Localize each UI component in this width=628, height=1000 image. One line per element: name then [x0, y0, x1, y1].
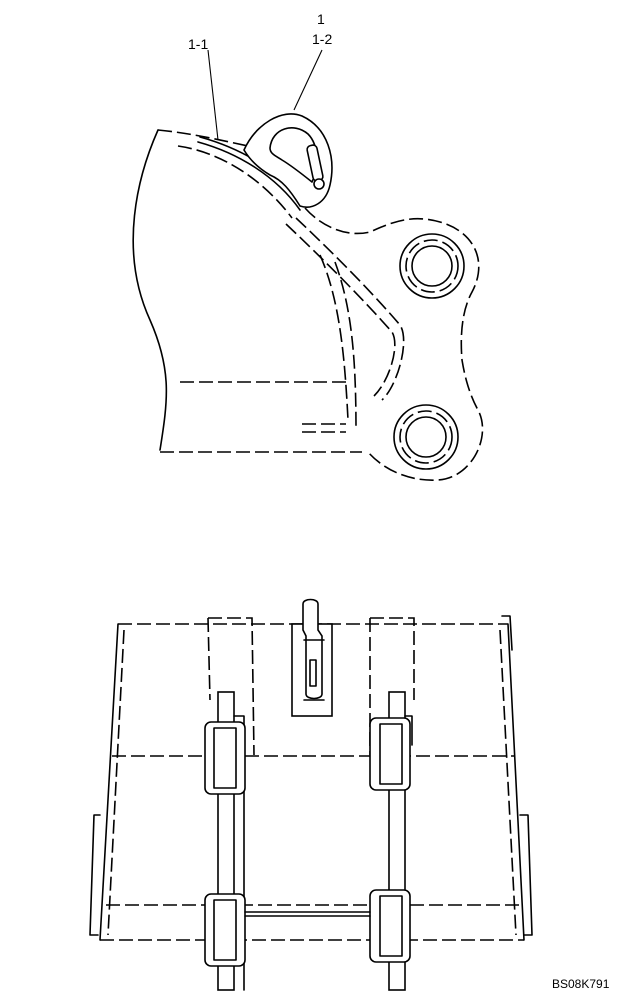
top-right-lip — [501, 615, 513, 651]
wear-plate-hidden — [177, 145, 293, 219]
bucket-shell-outline — [132, 129, 168, 451]
upper-pin-boss — [399, 233, 465, 299]
bracket-inner-rib-4 — [334, 261, 357, 431]
lower-cross-pin — [244, 911, 371, 917]
mount-bracket-outline — [304, 207, 484, 481]
upper-boss-right — [369, 717, 411, 791]
right-side-cutter — [519, 814, 533, 936]
leader-1-2 — [293, 49, 323, 111]
back-view-left-side — [99, 623, 119, 941]
lower-boss-right — [369, 889, 411, 963]
callout-1: 1 — [317, 11, 325, 27]
bracket-inner-rib — [295, 217, 405, 401]
lower-pin-boss — [393, 404, 459, 470]
drawing-code: BS08K791 — [552, 977, 610, 991]
callout-1-1: 1-1 — [188, 36, 208, 52]
lower-boss-left — [204, 893, 246, 967]
bracket-inner-rib-3 — [319, 254, 349, 421]
bracket-pad — [302, 423, 346, 433]
left-ear-outer — [207, 617, 255, 756]
upper-boss-left — [204, 721, 246, 795]
back-view-right-side — [507, 623, 525, 941]
callout-1-2: 1-2 — [312, 31, 332, 47]
bucket-shell-top-edge — [157, 129, 249, 147]
back-view-left-side-inner — [107, 629, 125, 936]
lifting-hook — [243, 113, 333, 208]
left-side-cutter — [89, 814, 101, 936]
bucket-side-view — [132, 113, 484, 481]
right-ear-plate-top — [404, 715, 413, 746]
wear-plate-inner — [197, 141, 301, 211]
bucket-back-view — [89, 598, 533, 991]
lifting-hook-back — [291, 598, 333, 717]
bracket-inner-rib-2 — [285, 223, 396, 397]
back-view-right-side-inner — [499, 629, 517, 936]
leader-1-1 — [207, 49, 219, 141]
